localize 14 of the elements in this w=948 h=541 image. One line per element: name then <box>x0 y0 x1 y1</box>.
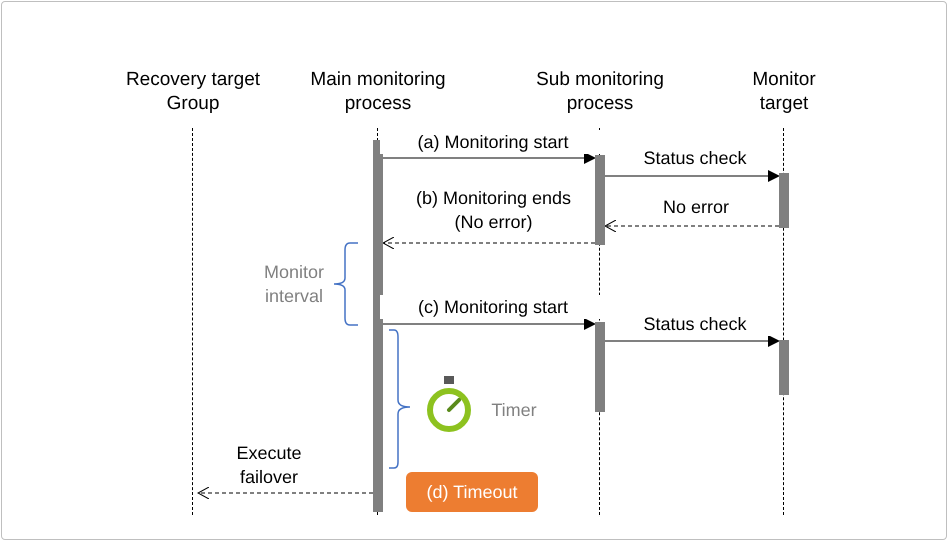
arrow <box>382 318 596 330</box>
timer-label: Timer <box>490 399 538 422</box>
timeout-box: (d) Timeout <box>406 472 538 512</box>
arrow <box>382 152 596 164</box>
lifeline-header: Sub monitoring process <box>535 68 665 116</box>
lifeline-header: Recovery target Group <box>124 68 262 116</box>
lifeline-header: Monitor target <box>751 68 817 116</box>
arrow <box>198 486 374 500</box>
arrow <box>604 170 780 182</box>
arrow <box>382 236 596 250</box>
arrow <box>604 220 780 232</box>
lifeline-header: Main monitoring process <box>309 68 447 116</box>
arrow <box>604 335 780 347</box>
interval-label: Monitor interval <box>262 261 326 308</box>
